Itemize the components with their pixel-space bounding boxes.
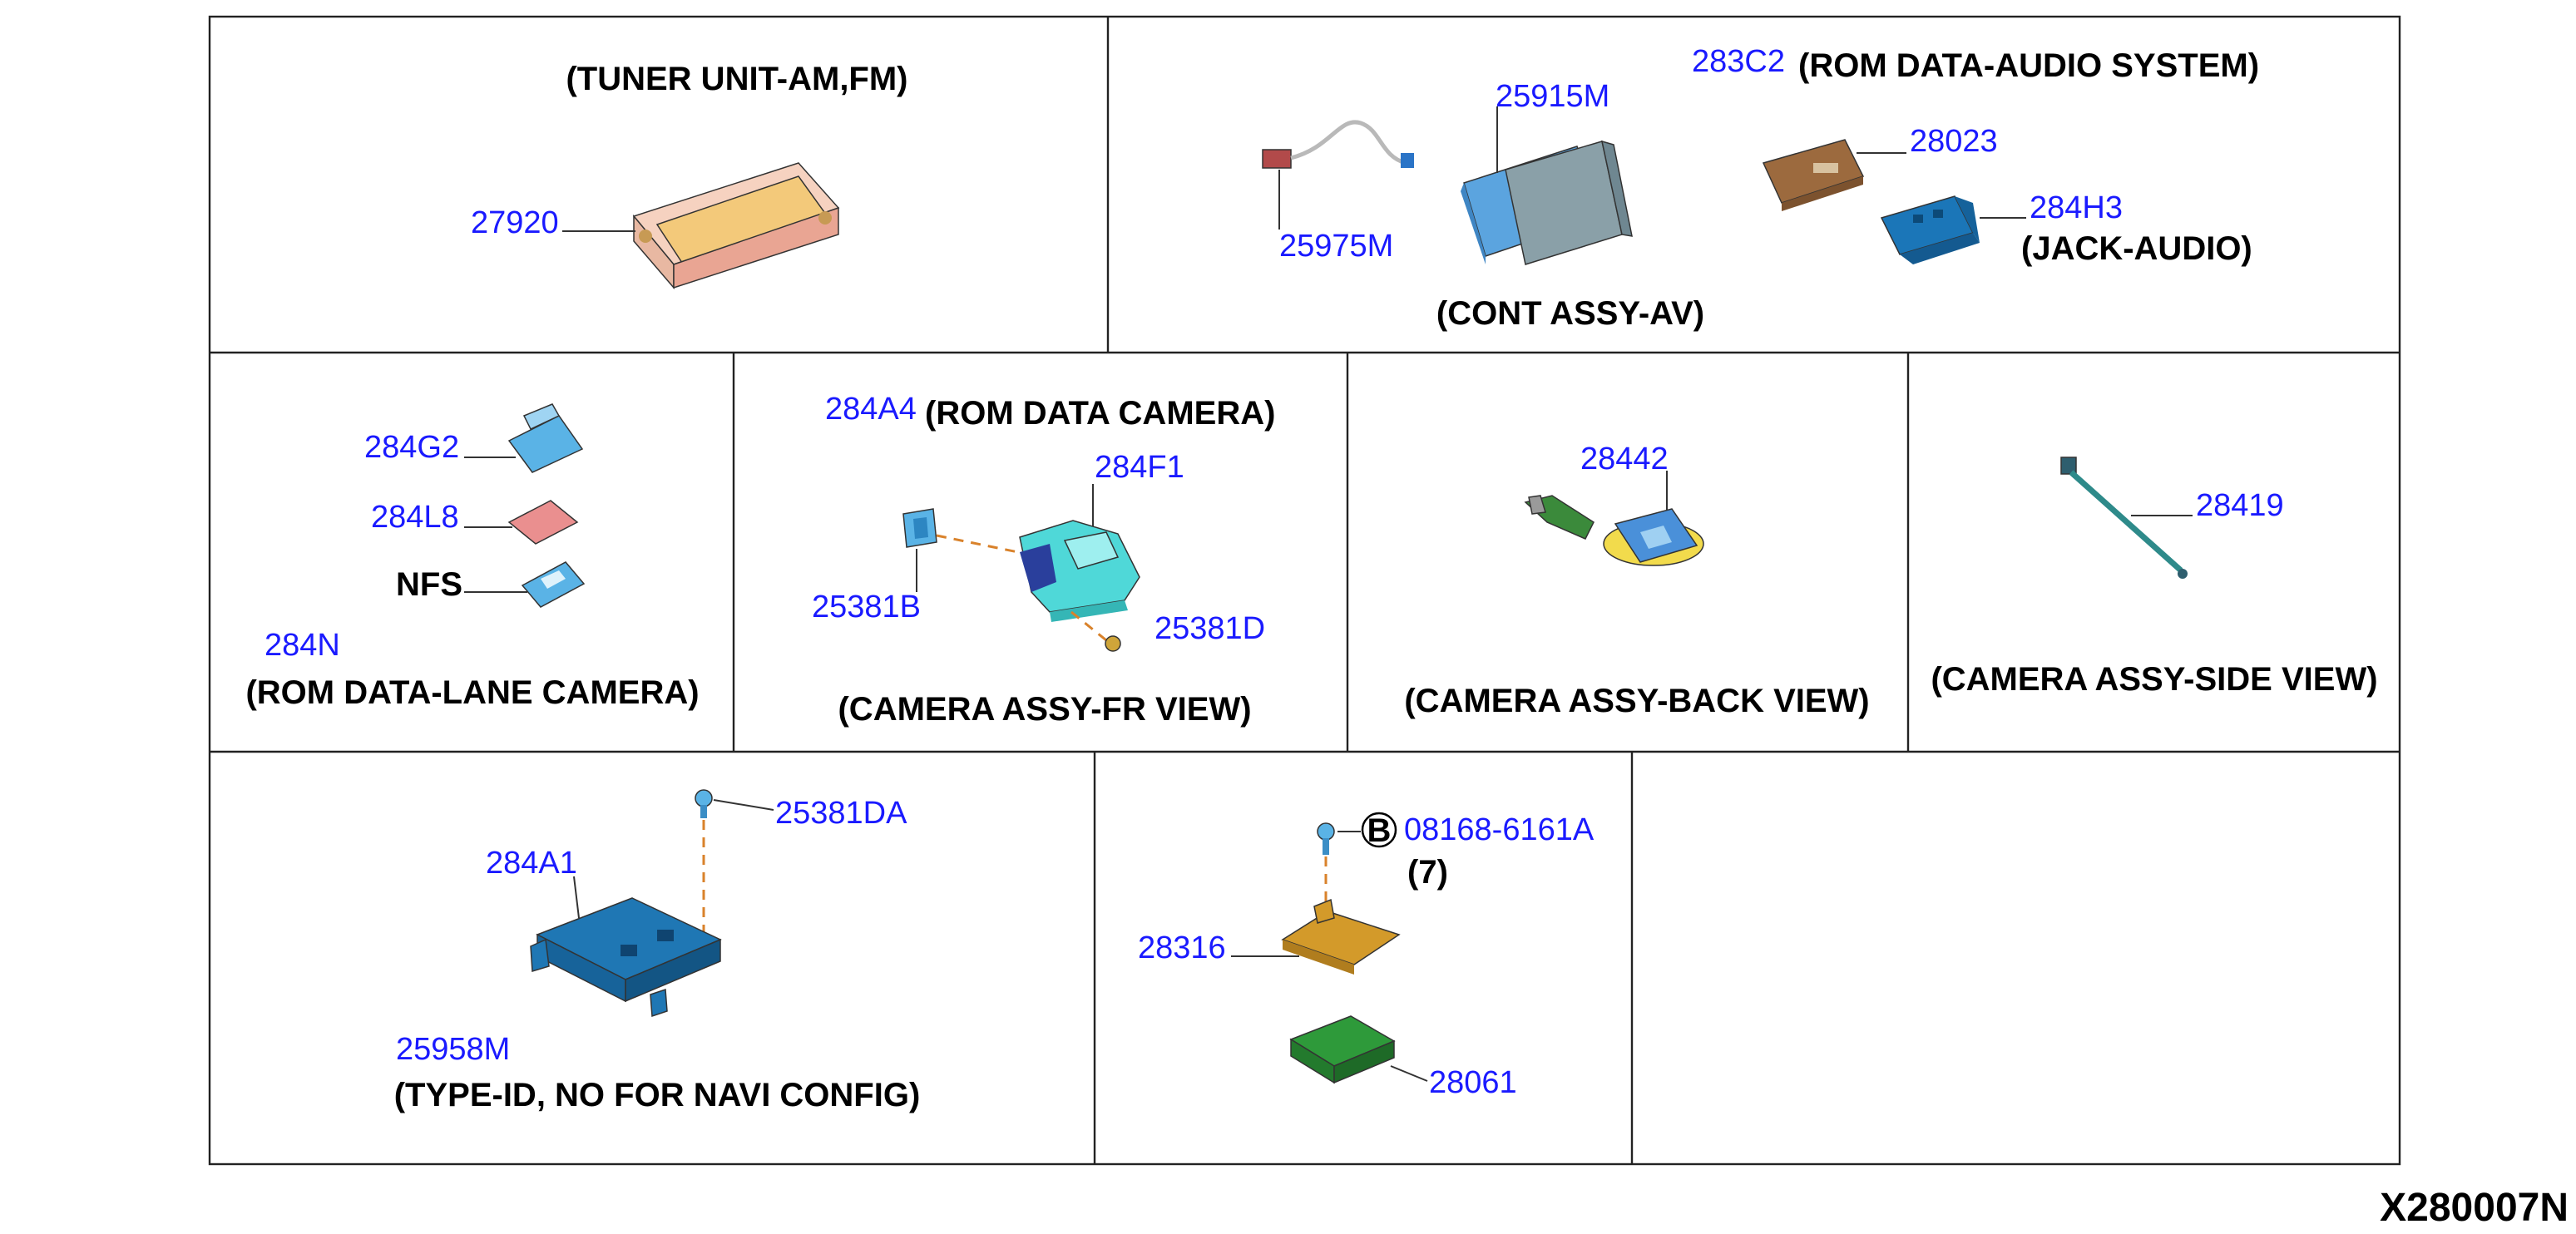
circled-b-icon <box>1361 812 1397 848</box>
drawing-number: X280007N <box>2380 1186 2569 1230</box>
camera-284F1-illustration[interactable] <box>1019 520 1140 622</box>
part-number-25381DA[interactable]: 25381DA <box>775 796 907 831</box>
jack-audio-illustration[interactable] <box>1880 195 1980 264</box>
part-number-25975M[interactable]: 25975M <box>1279 229 1393 264</box>
diagram-frame <box>208 15 2401 1166</box>
bracket-25381B-illustration[interactable] <box>902 508 937 548</box>
back-camera-illustration[interactable] <box>1524 495 1704 566</box>
part-number-284N-partial[interactable]: 284N <box>265 628 340 663</box>
harness-25975M-illustration[interactable] <box>1262 120 1414 169</box>
part-number-283C2[interactable]: 283C2 <box>1692 44 1785 79</box>
rom-284L8-illustration[interactable] <box>507 500 579 545</box>
tuner-unit-illustration[interactable] <box>632 162 840 290</box>
part-number-284G2[interactable]: 284G2 <box>364 430 459 465</box>
screw-25381DA-illustration[interactable] <box>695 789 713 818</box>
lane-camera-caption: (ROM DATA-LANE CAMERA) <box>245 674 699 711</box>
tuner-caption: (TUNER UNIT-AM,FM) <box>566 61 907 97</box>
screw-quantity: (7) <box>1407 854 1448 891</box>
part-number-25915M[interactable]: 25915M <box>1496 79 1609 114</box>
part-number-284A4[interactable]: 284A4 <box>825 392 917 427</box>
part-number-25381B[interactable]: 25381B <box>812 590 921 624</box>
panel-av: 283C2 (ROM DATA-AUDIO SYSTEM) 25975M 259… <box>1262 44 2259 332</box>
part-number-28442[interactable]: 28442 <box>1580 442 1669 476</box>
rom-nfs-illustration[interactable] <box>521 561 586 608</box>
rom-camera-caption: (ROM DATA CAMERA) <box>925 395 1275 432</box>
unit-28061-illustration[interactable] <box>1289 1015 1396 1084</box>
part-number-27920[interactable]: 27920 <box>471 205 559 240</box>
fr-camera-caption: (CAMERA ASSY-FR VIEW) <box>838 691 1251 728</box>
rom-audio-caption: (ROM DATA-AUDIO SYSTEM) <box>1798 47 2259 84</box>
bolt-08168-6161A-illustration[interactable] <box>1317 822 1335 855</box>
part-number-25958M[interactable]: 25958M <box>396 1032 510 1067</box>
leader-284A1 <box>573 876 580 919</box>
bracket-28316-illustration[interactable] <box>1281 898 1401 975</box>
panel-back-camera: 28442 (CAMERA ASSY-BACK VIEW) <box>1404 442 1869 719</box>
jack-audio-caption: (JACK-AUDIO) <box>2021 230 2252 267</box>
control-unit-28023-illustration[interactable] <box>1762 139 1865 211</box>
panel-lane-camera: 284G2 284L8 NFS 284N (ROM DATA-LANE CAME… <box>245 403 700 711</box>
panel-side-camera: 28419 (CAMERA ASSY-SIDE VIEW) <box>1931 457 2378 698</box>
bolt-symbol-label: B <box>1367 812 1392 849</box>
screw-25381D-illustration[interactable] <box>1105 635 1121 652</box>
side-camera-illustration[interactable] <box>2060 457 2188 579</box>
panel-type-id: 25381DA 284A1 25958M (TYPE-ID, NO FOR NA… <box>394 789 921 1113</box>
nfs-label: NFS <box>396 566 462 603</box>
rom-284G2-illustration[interactable] <box>507 403 584 473</box>
fastener-line-screw <box>1070 610 1107 642</box>
av-caption: (CONT ASSY-AV) <box>1436 295 1704 332</box>
part-number-28061[interactable]: 28061 <box>1429 1065 1517 1100</box>
av-display-illustration[interactable] <box>1461 140 1633 265</box>
part-number-28023[interactable]: 28023 <box>1910 124 1998 159</box>
panel-fr-camera: 284A4 (ROM DATA CAMERA) 284F1 25381B 253… <box>812 392 1275 728</box>
part-number-08168-6161A[interactable]: 08168-6161A <box>1404 812 1595 847</box>
part-number-28419[interactable]: 28419 <box>2196 488 2284 523</box>
panel-tuner: (TUNER UNIT-AM,FM) 27920 <box>471 61 908 290</box>
module-284A1-bracket-illustration[interactable] <box>530 897 722 1018</box>
panel-bracket-unit: B 08168-6161A (7) 28316 28061 <box>1138 812 1595 1100</box>
back-camera-caption: (CAMERA ASSY-BACK VIEW) <box>1404 683 1869 719</box>
part-number-25381D[interactable]: 25381D <box>1155 611 1265 646</box>
side-camera-caption: (CAMERA ASSY-SIDE VIEW) <box>1931 661 2377 698</box>
fastener-line-fr <box>936 534 1019 554</box>
part-number-284L8[interactable]: 284L8 <box>371 500 459 535</box>
type-id-caption: (TYPE-ID, NO FOR NAVI CONFIG) <box>394 1077 921 1113</box>
outer-border <box>208 15 2401 1166</box>
part-number-284H3[interactable]: 284H3 <box>2030 190 2123 225</box>
bolt-symbol-b: B <box>1361 812 1397 849</box>
part-number-284F1[interactable]: 284F1 <box>1095 450 1184 485</box>
part-number-284A1[interactable]: 284A1 <box>486 846 577 881</box>
leader-28061 <box>1390 1065 1428 1082</box>
part-number-28316[interactable]: 28316 <box>1138 930 1226 965</box>
leader-25381DA <box>713 799 774 811</box>
